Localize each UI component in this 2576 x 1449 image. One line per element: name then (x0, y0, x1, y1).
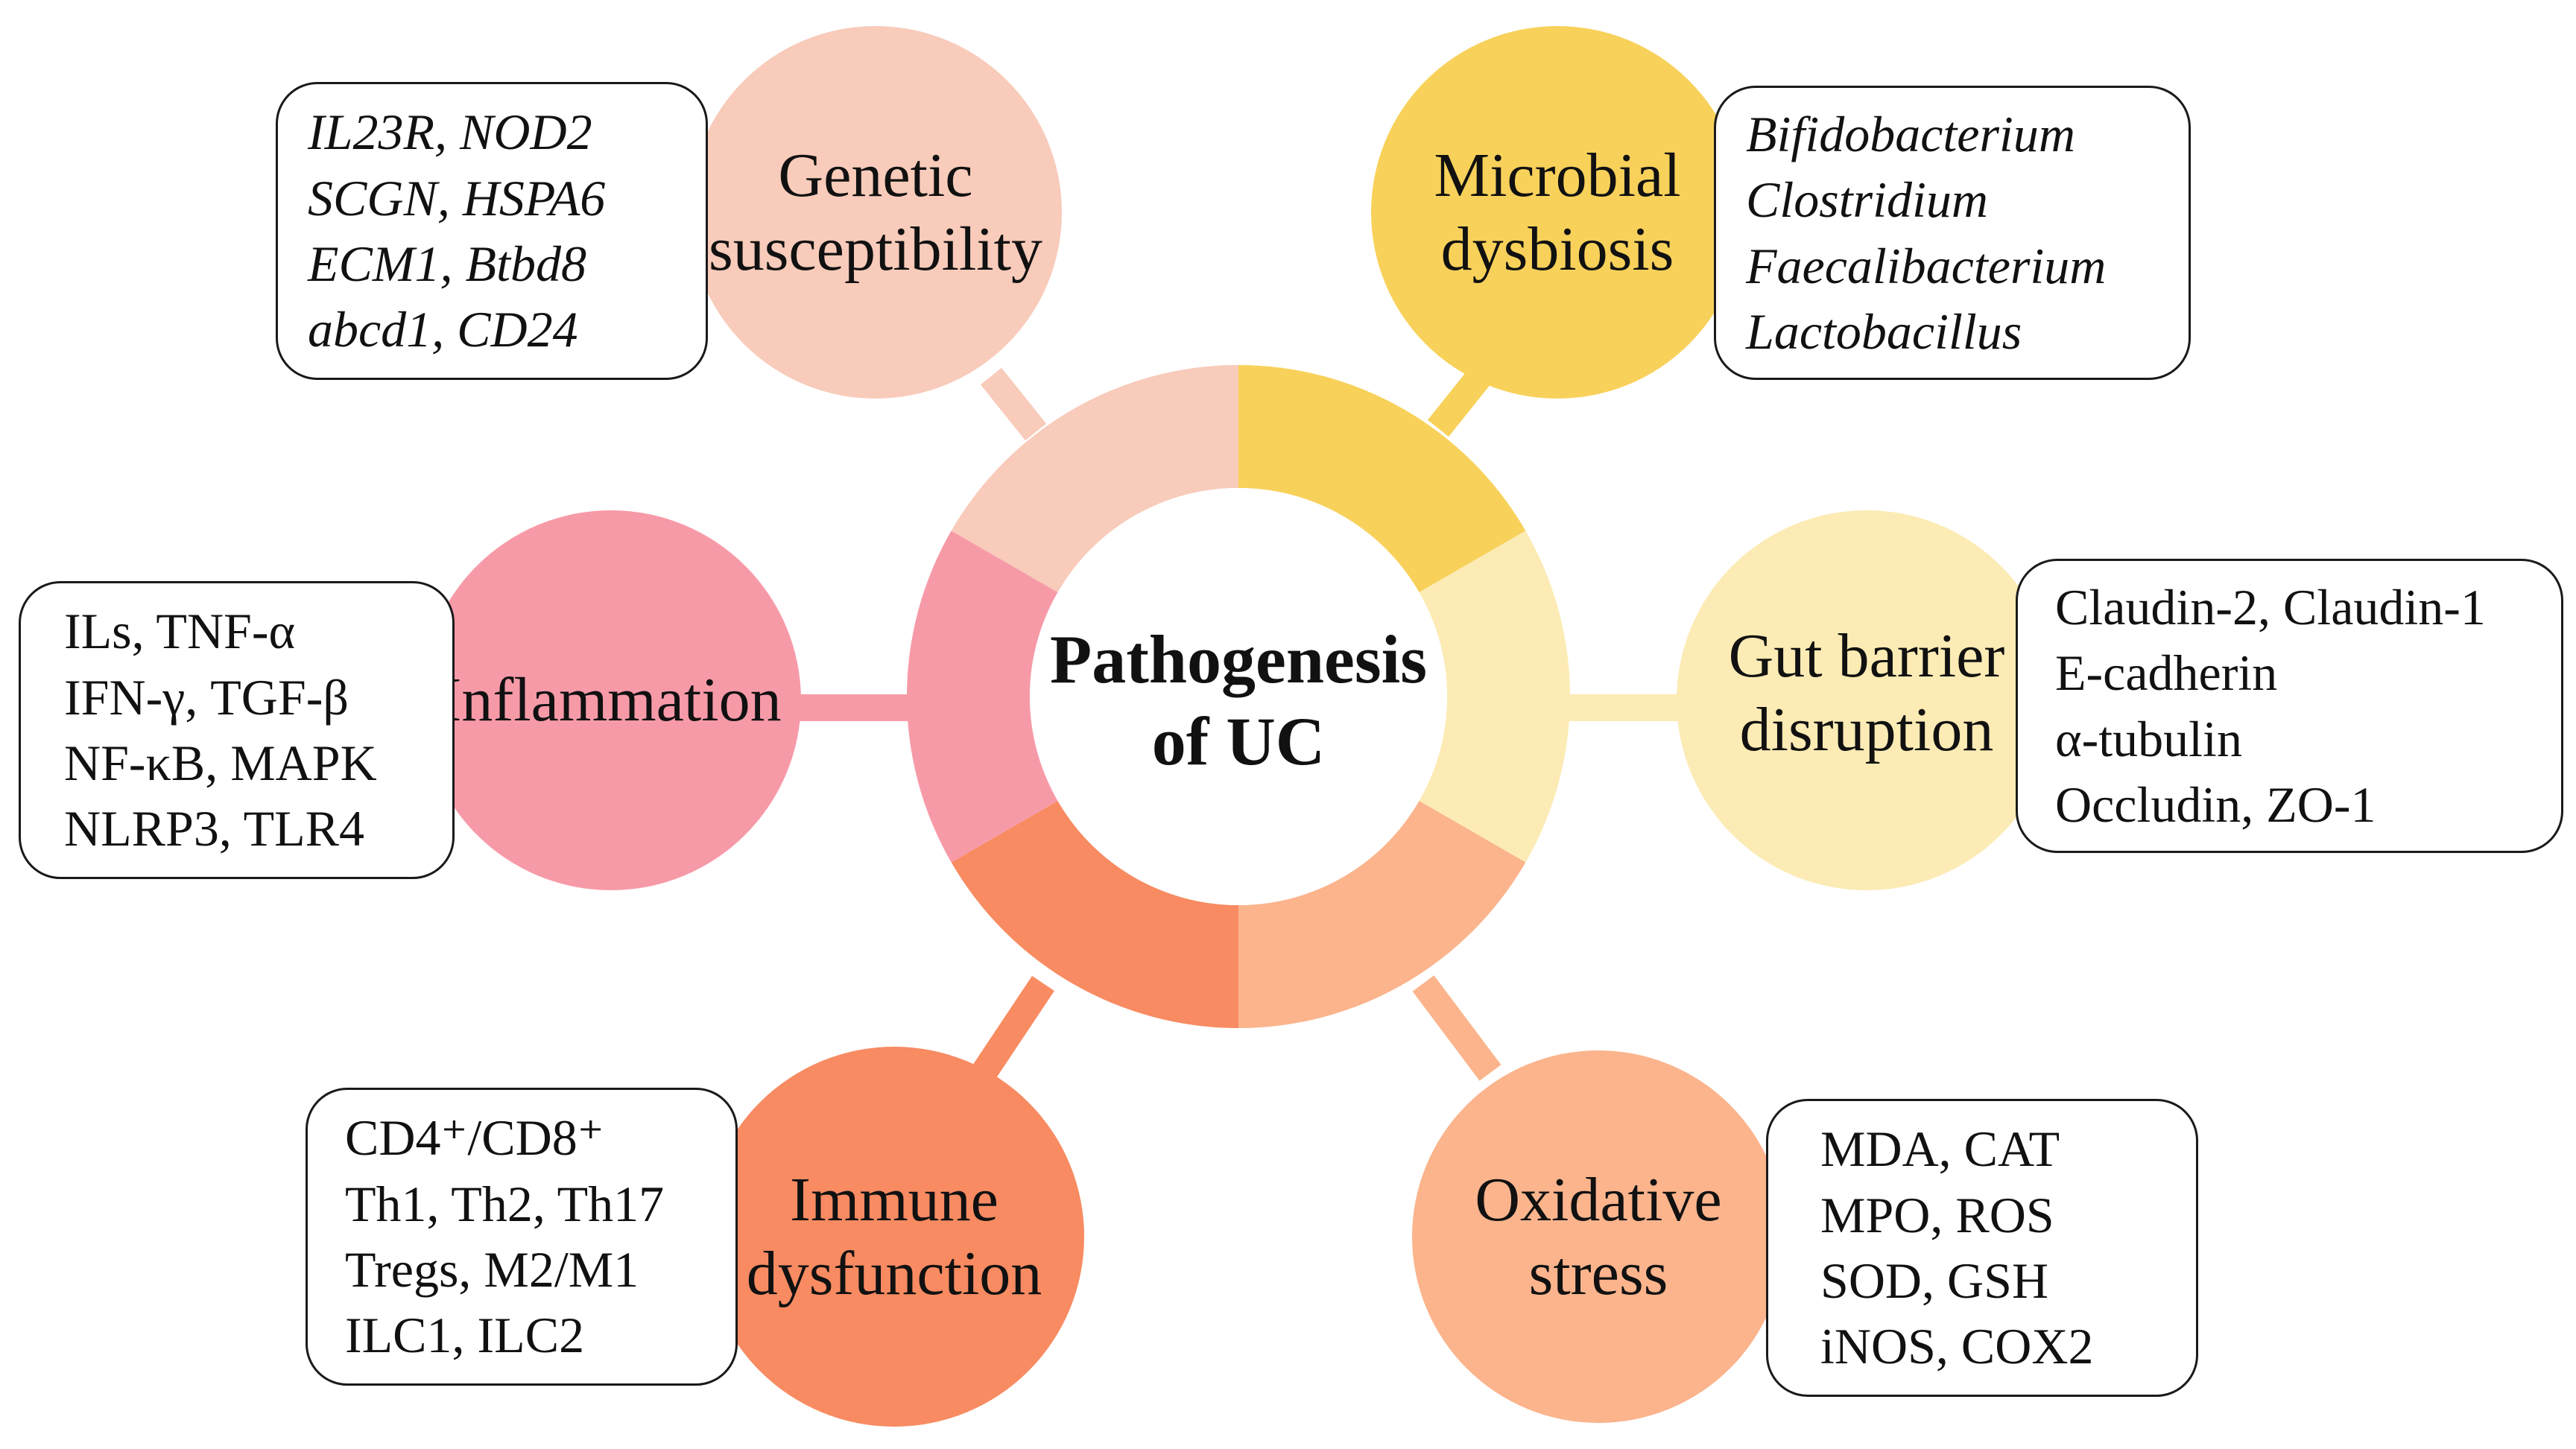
ring-segment-oxidative (1238, 801, 1526, 1028)
list-item: α-tubulin (2055, 710, 2242, 767)
factor-label-line2: dysfunction (746, 1239, 1042, 1308)
list-item: MPO, ROS (1820, 1186, 2054, 1243)
factor-label-line1: Microbial (1434, 140, 1681, 210)
connector-microbial (1427, 364, 1494, 437)
center-title: Pathogenesis of UC (1022, 596, 1455, 805)
items-box-immune: CD4⁺/CD8⁺ Th1, Th2, Th17 Tregs, M2/M1 IL… (306, 1088, 738, 1386)
factor-label-line1: Oxidative (1475, 1164, 1722, 1234)
factor-label-immune: Immune dysfunction (693, 1162, 1095, 1311)
items-box-microbial: Bifidobacterium Clostridium Faecalibacte… (1714, 86, 2191, 380)
list-item: abcd1, CD24 (308, 301, 578, 358)
factor-label-line1: Inflammation (440, 665, 782, 735)
items-box-genetic: IL23R, NOD2 SCGN, HSPA6 ECM1, Btbd8 abcd… (276, 82, 708, 380)
circle-oxidative (1412, 1050, 1785, 1423)
circle-immune (704, 1047, 1084, 1427)
list-item: E-cadherin (2055, 644, 2278, 702)
list-item: CD4⁺/CD8⁺ (345, 1109, 604, 1167)
ring-segment-inflammation (906, 530, 1058, 863)
factor-label-line2: susceptibility (709, 215, 1042, 284)
list-item: Lactobacillus (1746, 302, 2022, 360)
factor-label-line2: dysbiosis (1440, 215, 1674, 284)
items-box-inflammation: ILs, TNF-α IFN-γ, TGF-β NF-κB, MAPK NLRP… (19, 581, 455, 879)
list-item: SCGN, HSPA6 (308, 169, 606, 226)
list-item: NLRP3, TLR4 (64, 800, 365, 857)
list-item: IL23R, NOD2 (308, 104, 592, 161)
center-title-line1: Pathogenesis (1050, 621, 1427, 697)
list-item: Tregs, M2/M1 (345, 1241, 639, 1298)
list-item: Faecalibacterium (1746, 237, 2107, 294)
ring-segment-immune (951, 801, 1238, 1028)
factor-label-line2: disruption (1739, 695, 1994, 764)
list-item: ILs, TNF-α (64, 603, 296, 660)
ring-segment-genetic (951, 365, 1238, 592)
circle-inflammation (421, 510, 801, 890)
circle-barrier (1677, 510, 2057, 890)
factor-label-line2: stress (1528, 1239, 1668, 1308)
list-item: ILC1, ILC2 (345, 1307, 585, 1364)
factor-label-line1: Gut barrier (1728, 621, 2005, 691)
factor-label-oxidative: Oxidative stress (1397, 1162, 1800, 1311)
circle-microbial (1371, 26, 1744, 399)
items-box-barrier: Claudin-2, Claudin-1 E-cadherin α-tubuli… (2016, 559, 2563, 853)
circle-genetic (689, 26, 1062, 399)
factor-label-inflammation: Inflammation (402, 656, 820, 745)
list-item: ECM1, Btbd8 (308, 235, 586, 292)
ring-segment-microbial (1238, 365, 1526, 592)
ring-segment-barrier (1419, 530, 1570, 863)
list-item: iNOS, COX2 (1820, 1318, 2094, 1375)
connector-oxidative (1412, 975, 1501, 1081)
list-item: Th1, Th2, Th17 (345, 1175, 665, 1232)
factor-label-microbial: Microbial dysbiosis (1356, 138, 1759, 287)
list-item: NF-κB, MAPK (64, 735, 377, 791)
list-item: SOD, GSH (1820, 1252, 2049, 1309)
list-item: MDA, CAT (1820, 1120, 2060, 1178)
connector-genetic (980, 367, 1047, 441)
list-item: IFN-γ, TGF-β (64, 668, 349, 726)
factor-label-line1: Immune (790, 1164, 999, 1234)
center-hole (1030, 488, 1447, 905)
list-item: Occludin, ZO-1 (2055, 776, 2376, 833)
list-item: Claudin-2, Claudin-1 (2055, 578, 2486, 635)
factor-label-genetic: Genetic susceptibility (674, 138, 1077, 287)
connector-immune (972, 976, 1054, 1080)
list-item: Bifidobacterium (1746, 105, 2075, 162)
list-item: Clostridium (1746, 171, 1988, 229)
factor-label-line1: Genetic (778, 140, 973, 210)
factor-label-barrier: Gut barrier disruption (1665, 618, 2068, 767)
center-title-line2: of UC (1151, 703, 1326, 779)
items-box-oxidative: MDA, CAT MPO, ROS SOD, GSH iNOS, COX2 (1766, 1099, 2198, 1397)
